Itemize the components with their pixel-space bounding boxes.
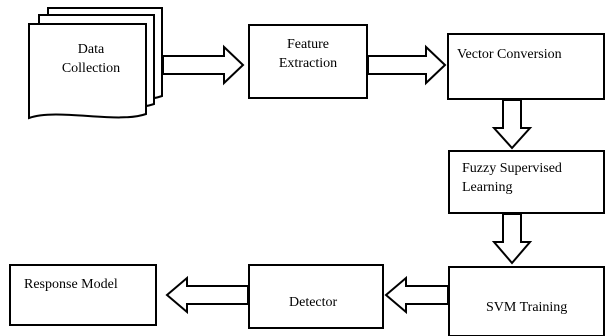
arrow-vector-to-fuzzy — [491, 99, 533, 150]
data-collection-node — [28, 7, 163, 120]
arrow-fuzzy-to-svm — [491, 213, 533, 265]
arrow-extraction-to-vector — [367, 44, 447, 86]
detector-label: Detector — [289, 295, 338, 310]
response-model-box — [9, 264, 157, 326]
detector-box — [248, 264, 384, 329]
vector-conversion-label: Vector Conversion — [457, 47, 562, 62]
fuzzy-supervised-learning-label: Fuzzy Supervised Learning — [462, 159, 562, 197]
arrow-svm-to-detector — [384, 275, 449, 315]
data-collection-label-line1: Data — [77, 42, 105, 57]
feature-extraction-label-line1: Feature — [287, 37, 329, 52]
svm-training-box — [448, 266, 605, 336]
vector-conversion-box — [447, 33, 605, 100]
response-model-label: Response Model — [24, 277, 118, 292]
arrow-collection-to-extraction — [162, 44, 245, 86]
feature-extraction-label-line2: Extraction — [278, 56, 338, 71]
data-collection-label: Data Collection — [48, 40, 134, 78]
fuzzy-label-line1: Fuzzy Supervised — [462, 161, 562, 176]
svm-training-label: SVM Training — [486, 300, 568, 315]
fuzzy-supervised-learning-box — [448, 150, 605, 214]
feature-extraction-box — [248, 24, 368, 99]
data-collection-label-line2: Collection — [61, 61, 121, 76]
fuzzy-label-line2: Learning — [462, 180, 513, 195]
arrow-detector-to-response — [165, 275, 249, 315]
feature-extraction-label: Feature Extraction — [262, 35, 354, 73]
document-shape-front — [28, 23, 147, 120]
